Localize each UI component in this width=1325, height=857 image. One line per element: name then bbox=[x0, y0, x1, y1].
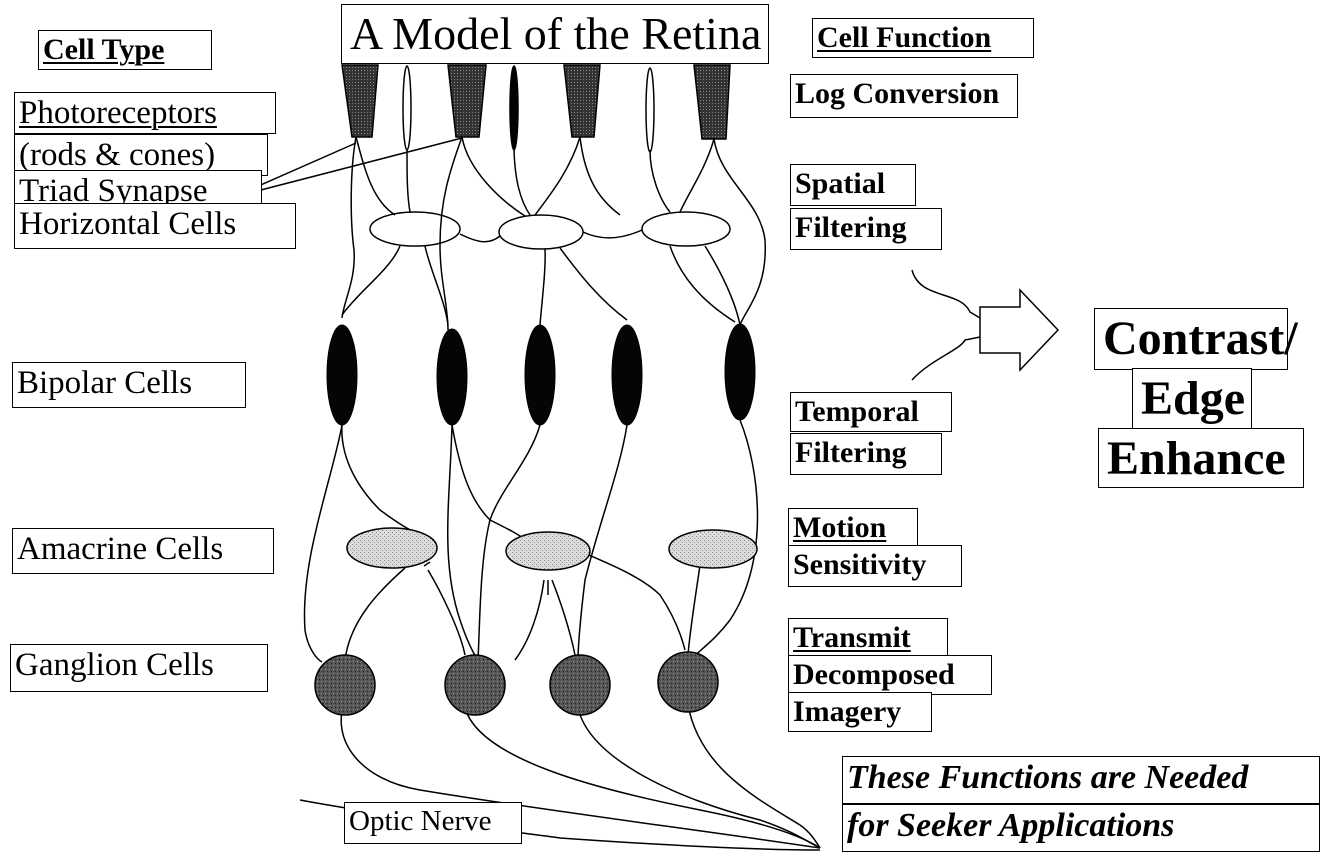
amacrine-cell bbox=[505, 531, 591, 571]
label-bipolar-cells: Bipolar Cells bbox=[12, 362, 246, 408]
function-sensitivity: Sensitivity bbox=[788, 545, 962, 587]
function-merge-lines bbox=[911, 269, 981, 381]
bipolar-cell bbox=[524, 324, 556, 426]
arrow-right-icon bbox=[979, 288, 1060, 372]
label-photoreceptors: Photoreceptors bbox=[14, 92, 276, 134]
cone-cell bbox=[693, 64, 731, 140]
result-edge: Edge bbox=[1132, 368, 1252, 430]
cell-type-header: Cell Type bbox=[38, 30, 212, 70]
horizontal-cell bbox=[498, 214, 584, 250]
ganglion-cell-row bbox=[314, 651, 719, 716]
ganglion-cell bbox=[657, 651, 719, 713]
horizontal-cell-row bbox=[369, 211, 731, 250]
bipolar-cell bbox=[724, 323, 756, 421]
horizontal-cell bbox=[641, 211, 731, 247]
cell-function-header: Cell Function bbox=[812, 18, 1034, 58]
triad-synapse-pointers bbox=[246, 137, 463, 192]
note-line-2: for Seeker Applications bbox=[842, 804, 1320, 852]
function-imagery: Imagery bbox=[788, 692, 932, 732]
rod-cell bbox=[509, 65, 519, 151]
photoreceptor-row bbox=[341, 64, 731, 153]
horizontal-cell bbox=[369, 211, 461, 247]
cone-cell bbox=[563, 64, 601, 138]
note-line-1: These Functions are Needed bbox=[842, 756, 1320, 804]
label-amacrine-cells: Amacrine Cells bbox=[12, 528, 274, 574]
rod-cell bbox=[645, 67, 655, 153]
bipolar-cell bbox=[326, 324, 358, 426]
label-ganglion-cells: Ganglion Cells bbox=[10, 644, 268, 692]
amacrine-cell bbox=[668, 529, 758, 569]
label-horizontal-cells: Horizontal Cells bbox=[14, 203, 296, 249]
label-rods-cones: (rods & cones) bbox=[14, 134, 268, 176]
result-enhance: Enhance bbox=[1098, 428, 1304, 488]
ganglion-cell bbox=[444, 654, 506, 716]
function-log-conversion: Log Conversion bbox=[790, 74, 1018, 118]
function-spatial: Spatial bbox=[790, 164, 916, 206]
ganglion-cell bbox=[549, 654, 611, 716]
bipolar-cell bbox=[611, 324, 643, 426]
function-transmit: Transmit bbox=[788, 618, 948, 658]
cone-cell bbox=[341, 64, 379, 138]
amacrine-cell-row bbox=[346, 527, 758, 571]
label-triad-synapse: Triad Synapse bbox=[14, 170, 262, 208]
bipolar-cell-row bbox=[326, 323, 756, 426]
ganglion-cell bbox=[314, 654, 376, 716]
rod-cell bbox=[402, 65, 412, 151]
function-motion: Motion bbox=[788, 508, 918, 548]
function-temporal-filtering: Filtering bbox=[790, 433, 942, 475]
amacrine-cell bbox=[346, 527, 438, 569]
function-spatial-filtering: Filtering bbox=[790, 208, 942, 250]
function-temporal: Temporal bbox=[790, 392, 952, 432]
cone-cell bbox=[447, 64, 487, 138]
bipolar-cell bbox=[436, 328, 468, 426]
diagram-title: A Model of the Retina bbox=[341, 4, 769, 64]
function-decomposed: Decomposed bbox=[788, 655, 992, 695]
result-contrast: Contrast/ bbox=[1094, 308, 1298, 370]
label-optic-nerve: Optic Nerve bbox=[344, 802, 522, 844]
